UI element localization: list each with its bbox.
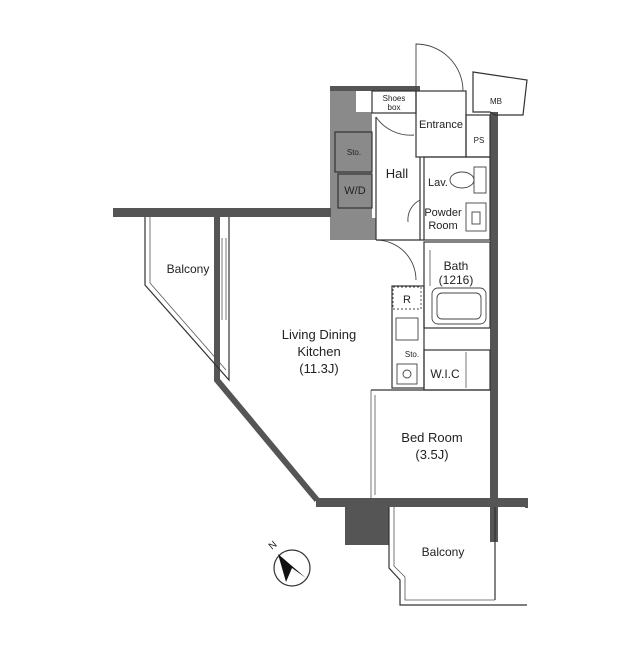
- mb-box: [472, 71, 528, 116]
- ldk-top-wall: [113, 208, 331, 217]
- bath-outline: [423, 241, 491, 329]
- compass-north-label: N: [267, 539, 280, 552]
- balcony-west-inner: [149, 217, 227, 371]
- lav-label: Lav.: [428, 177, 448, 189]
- mb-label: MB: [490, 97, 502, 106]
- south-column: [345, 500, 389, 545]
- bedroom-label-2: (3.5J): [415, 447, 448, 462]
- bath-label-1: Bath: [444, 259, 469, 273]
- entrance-label: Entrance: [419, 119, 463, 131]
- wd-label: W/D: [344, 185, 365, 197]
- hall-label: Hall: [386, 166, 409, 181]
- balcony-south-outline: [388, 507, 527, 606]
- balcony-west-outline: [144, 217, 230, 382]
- toilet-icon: [449, 171, 475, 189]
- north-arrow-icon: [273, 549, 311, 587]
- shoes-box-label-1: Shoes: [383, 94, 406, 103]
- entrance-door: [415, 43, 464, 92]
- balcony-west-label: Balcony: [167, 262, 210, 276]
- ldk-label-1: Living Dining: [282, 327, 356, 342]
- ldk-label-2: Kitchen: [297, 344, 340, 359]
- shoes-box-label-2: box: [388, 103, 401, 112]
- east-wall: [490, 112, 498, 542]
- bath-label-2: (1216): [439, 273, 474, 287]
- refrigerator-space: [392, 286, 422, 310]
- kitchen-counter: [391, 285, 425, 389]
- south-wall: [316, 498, 526, 507]
- refrigerator-label: R: [403, 294, 411, 306]
- core-wall-left: [330, 86, 376, 240]
- wic-label: W.I.C: [430, 367, 460, 381]
- ldk-door: [375, 239, 417, 281]
- bedroom-label-1: Bed Room: [401, 430, 462, 445]
- wd-space: [337, 173, 373, 209]
- powder-label-1: Powder: [424, 207, 462, 219]
- powder-room-outline: [423, 156, 491, 241]
- toilet-tank: [473, 166, 487, 194]
- ldk-diagonal-wall: [214, 217, 320, 502]
- hall-storage-label: Sto.: [347, 148, 361, 157]
- hall-storage: [334, 131, 373, 173]
- ldk-label-3: (11.3J): [299, 361, 339, 376]
- top-wall: [330, 86, 420, 91]
- cooktop-icon: [395, 317, 419, 341]
- ps-label: PS: [474, 136, 485, 145]
- powder-label-2: Room: [428, 220, 457, 232]
- kitchen-storage-label: Sto.: [405, 350, 419, 359]
- balcony-south-label: Balcony: [422, 545, 465, 559]
- south-wall-end: [525, 498, 528, 508]
